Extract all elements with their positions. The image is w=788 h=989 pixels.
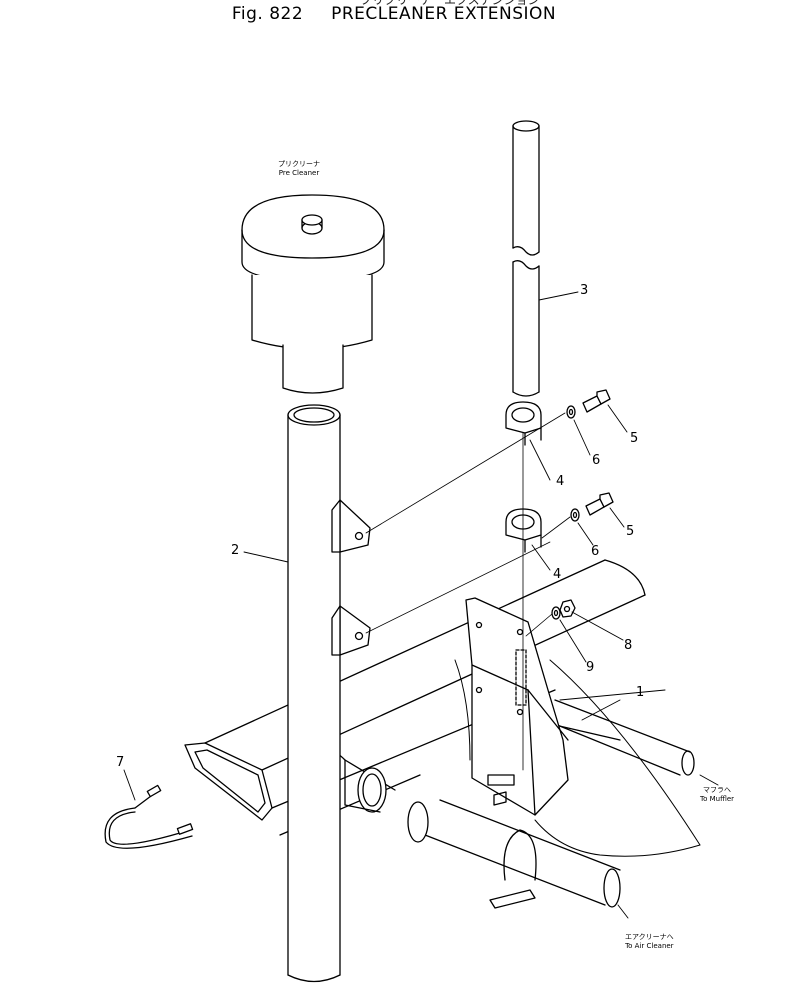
pre-cleaner <box>241 194 385 394</box>
nut-part-8 <box>559 599 576 618</box>
tube-brackets <box>331 499 371 656</box>
washers-part-6 <box>566 405 580 522</box>
clamp-part-4-upper <box>505 401 542 446</box>
break-lines <box>454 659 701 857</box>
note-to-air-cleaner-en: To Air Cleaner <box>625 942 674 950</box>
note-to-air-cleaner-jp: エアクリーナへ <box>625 933 674 941</box>
washer-part-9 <box>551 606 561 620</box>
wire-harness-part-7 <box>104 784 194 849</box>
note-to-muffler: マフラへ To Muffler <box>700 786 734 804</box>
figure-title-text: PRECLEANER EXTENSION <box>331 4 557 24</box>
note-pre-cleaner: プリクリーナ Pre Cleaner <box>278 160 320 178</box>
callout-3: 3 <box>580 283 589 298</box>
mount-bracket-part-1 <box>465 597 569 816</box>
callout-1: 1 <box>636 685 645 700</box>
air-pipe-clamp <box>489 829 537 909</box>
callout-5-lower: 5 <box>626 524 635 539</box>
assembly-lines <box>365 412 571 771</box>
figure-header-japanese: ブリクリーナ エクステンション <box>360 0 540 7</box>
callout-2: 2 <box>231 543 240 558</box>
callout-5-upper: 5 <box>630 431 639 446</box>
clamp-part-4-lower <box>505 508 542 553</box>
muffler-pipe <box>544 699 695 776</box>
callout-6-lower: 6 <box>591 544 600 559</box>
rod-part-3 <box>512 120 540 397</box>
extension-tube-part-2 <box>287 404 341 983</box>
note-pre-cleaner-jp: プリクリーナ <box>278 160 320 168</box>
callout-7: 7 <box>116 755 125 770</box>
figure-number: Fig. 822 <box>231 4 304 24</box>
air-cleaner-pipe <box>424 799 621 908</box>
note-to-air-cleaner: エアクリーナへ To Air Cleaner <box>625 933 674 951</box>
figure-title: Fig. 822 PRECLEANER EXTENSION <box>0 4 788 24</box>
note-to-muffler-jp: マフラへ <box>703 786 732 794</box>
note-to-muffler-en: To Muffler <box>700 795 735 803</box>
note-pre-cleaner-en: Pre Cleaner <box>278 169 320 177</box>
callout-9: 9 <box>586 660 595 675</box>
leader-lines <box>123 291 719 919</box>
bolts-part-5 <box>582 389 614 516</box>
callout-4-lower: 4 <box>553 567 562 582</box>
callout-8: 8 <box>624 638 633 653</box>
callout-4-upper: 4 <box>556 474 565 489</box>
frame-duct <box>184 559 646 836</box>
callout-6-upper: 6 <box>592 453 601 468</box>
